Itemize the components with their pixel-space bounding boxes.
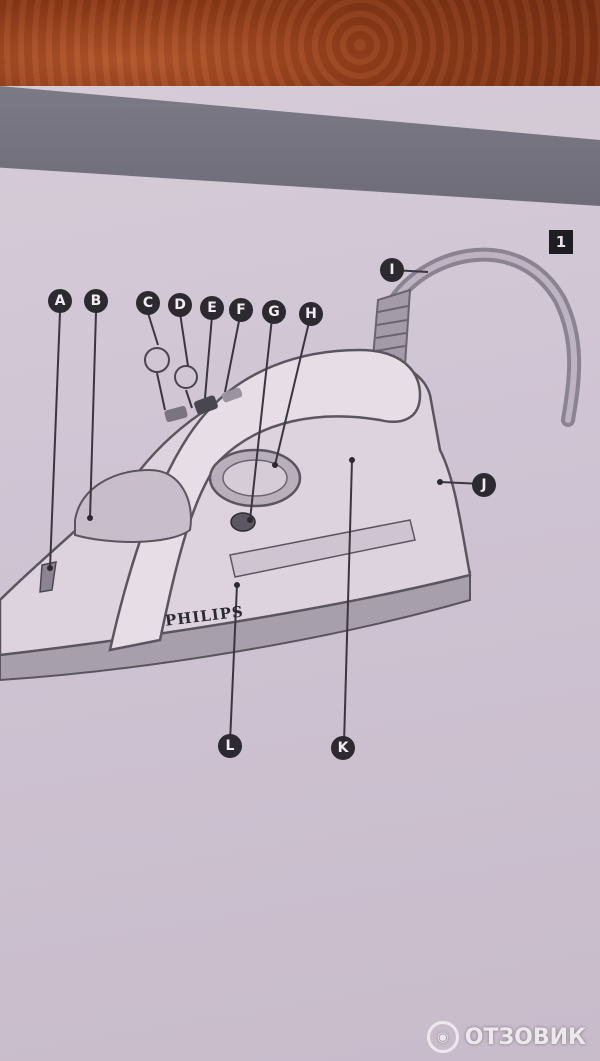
label-f: F: [229, 298, 253, 322]
label-h: H: [299, 302, 323, 326]
label-k: K: [331, 736, 355, 760]
label-g: G: [262, 300, 286, 324]
label-a: A: [48, 289, 72, 313]
otzovik-logo-icon: ◉: [426, 1021, 459, 1053]
fabric-background: [0, 0, 600, 150]
label-b: B: [84, 289, 108, 313]
label-l: L: [218, 734, 242, 758]
filling-door: [74, 468, 192, 543]
steam-icon: [144, 347, 170, 373]
spray-icon: [174, 365, 198, 389]
watermark-text: ОТЗОВИК: [464, 1024, 586, 1050]
steam-boost-button: [164, 406, 188, 422]
steam-control: [221, 387, 243, 403]
watermark: ◉ ОТЗОВИК: [426, 1021, 586, 1053]
page-number: 1: [549, 230, 573, 254]
spray-button: [194, 395, 218, 415]
label-d: D: [168, 293, 192, 317]
label-i: I: [380, 258, 404, 282]
label-c: C: [136, 291, 160, 315]
label-e: E: [200, 296, 224, 320]
label-j: J: [472, 473, 496, 497]
